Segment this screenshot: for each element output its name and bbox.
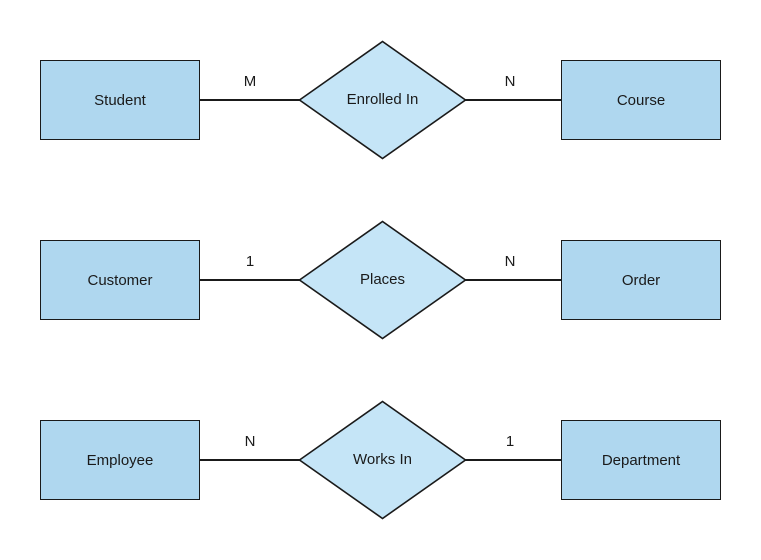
entity-customer: Customer <box>40 240 200 320</box>
relationship-enrolled-in-label: Enrolled In <box>346 91 419 108</box>
connector-student-enrolledin <box>200 99 300 101</box>
cardinality-course-side: N <box>504 73 516 90</box>
diagram-row-employee-department: Employee N Works In 1 Department <box>0 380 761 540</box>
entity-order-label: Order <box>621 271 661 289</box>
entity-order: Order <box>561 240 721 320</box>
connector-employee-worksin <box>200 459 300 461</box>
connector-places-order <box>465 279 561 281</box>
cardinality-student-side: M <box>243 73 257 90</box>
entity-employee: Employee <box>40 420 200 500</box>
diagram-row-customer-order: Customer 1 Places N Order <box>0 200 761 360</box>
connector-enrolledin-course <box>465 99 561 101</box>
cardinality-customer-side: 1 <box>245 253 255 270</box>
entity-course-label: Course <box>616 91 666 109</box>
diagram-row-student-course: Student M Enrolled In N Course <box>0 20 761 180</box>
cardinality-department-side: 1 <box>505 433 515 450</box>
entity-department-label: Department <box>601 451 681 469</box>
relationship-places-label: Places <box>359 271 406 288</box>
cardinality-employee-side: N <box>244 433 256 450</box>
entity-student: Student <box>40 60 200 140</box>
entity-course: Course <box>561 60 721 140</box>
entity-employee-label: Employee <box>86 451 154 469</box>
relationship-works-in-label: Works In <box>353 451 412 468</box>
connector-customer-places <box>200 279 300 281</box>
entity-department: Department <box>561 420 721 500</box>
entity-customer-label: Customer <box>87 271 153 289</box>
connector-worksin-department <box>465 459 561 461</box>
entity-student-label: Student <box>94 91 146 109</box>
cardinality-order-side: N <box>504 253 516 270</box>
